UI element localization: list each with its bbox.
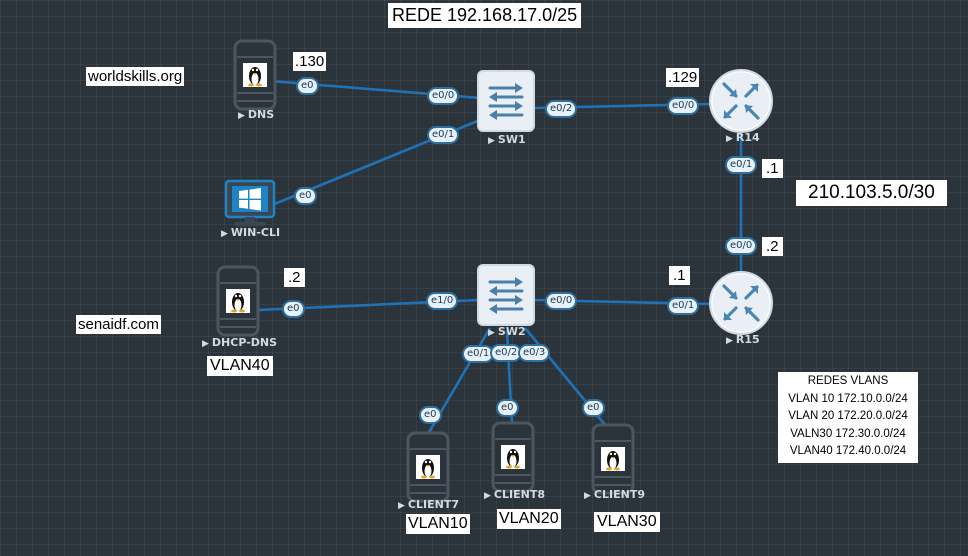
vlan-label-client9: VLAN30: [594, 512, 660, 532]
port-sw1-e00: e0/0: [427, 87, 460, 105]
port-r15-e00: e0/0: [725, 237, 758, 255]
node-label-client7[interactable]: ▶CLIENT7: [398, 498, 459, 511]
node-label-client9[interactable]: ▶CLIENT9: [584, 488, 645, 501]
port-sw2-e03: e0/3: [518, 344, 551, 362]
play-icon: ▶: [488, 136, 495, 146]
node-name-client9: CLIENT9: [593, 488, 645, 501]
play-icon: ▶: [202, 339, 209, 349]
node-name-r14: R14: [735, 131, 760, 144]
ip-label-dhcp: .2: [284, 268, 305, 287]
play-icon: ▶: [484, 491, 491, 501]
domain-label-worldskills: worldskills.org: [86, 67, 185, 86]
ip-label-r15-e01: .1: [669, 266, 690, 285]
legend-title: REDES VLANS: [807, 375, 889, 387]
legend-row: VLAN 10 172.10.0.0/24: [788, 392, 908, 405]
node-name-sw1: SW1: [497, 133, 526, 146]
node-name-dhcp-dns: DHCP-DNS: [211, 336, 278, 349]
windows-monitor-icon[interactable]: [224, 179, 276, 226]
ip-label-r15-e00: .2: [762, 237, 783, 256]
client7-linux-icon[interactable]: [406, 431, 450, 503]
client8-linux-icon[interactable]: [491, 421, 535, 493]
port-sw2-e00: e0/0: [545, 292, 578, 310]
client9-linux-icon[interactable]: [591, 423, 635, 495]
play-icon: ▶: [726, 336, 733, 346]
vlan-label-client8: VLAN20: [497, 509, 561, 529]
dhcp-dns-server-icon[interactable]: [216, 265, 260, 337]
node-label-sw2[interactable]: ▶SW2: [488, 325, 526, 338]
node-label-dhcp-dns[interactable]: ▶DHCP-DNS: [202, 336, 277, 349]
node-name-r15: R15: [735, 333, 760, 346]
r14-router-icon[interactable]: [708, 68, 774, 134]
node-name-sw2: SW2: [497, 325, 526, 338]
node-name-wincli: WIN-CLI: [230, 226, 281, 239]
ip-label-r14-e01: .1: [762, 159, 783, 178]
play-icon: ▶: [238, 111, 245, 121]
play-icon: ▶: [584, 491, 591, 501]
legend-row: VALN30 172.30.0.0/24: [790, 427, 906, 440]
port-r14-e00: e0/0: [667, 97, 700, 115]
domain-label-senaidf: senaidf.com: [76, 315, 161, 334]
node-name-client8: CLIENT8: [493, 488, 545, 501]
port-r15-e01: e0/1: [667, 297, 700, 315]
node-label-dns[interactable]: ▶DNS: [238, 108, 274, 121]
play-icon: ▶: [398, 501, 405, 511]
r15-router-icon[interactable]: [708, 270, 774, 336]
play-icon: ▶: [488, 328, 495, 338]
node-label-r14[interactable]: ▶R14: [726, 131, 760, 144]
wan-network-label: 210.103.5.0/30: [796, 180, 947, 206]
sw1-switch-icon[interactable]: [476, 69, 536, 133]
ip-label-r14-e00: .129: [666, 68, 700, 87]
vlan-legend: REDES VLANS VLAN 10 172.10.0.0/24 VLAN 2…: [778, 372, 918, 463]
port-sw1-e02: e0/2: [545, 100, 578, 118]
node-label-r15[interactable]: ▶R15: [726, 333, 760, 346]
port-sw1-e01: e0/1: [427, 126, 460, 144]
node-name-dns: DNS: [247, 108, 275, 121]
sw2-switch-icon[interactable]: [476, 263, 536, 327]
dns-server-icon[interactable]: [233, 39, 277, 111]
port-sw2-e10: e1/0: [426, 292, 459, 310]
port-client7-e0: e0: [419, 406, 442, 424]
play-icon: ▶: [221, 229, 228, 239]
port-client8-e0: e0: [496, 399, 519, 417]
network-title: REDE 192.168.17.0/25: [388, 3, 582, 28]
port-dns-e0: e0: [296, 77, 319, 95]
node-label-sw1[interactable]: ▶SW1: [488, 133, 526, 146]
port-client9-e0: e0: [582, 399, 605, 417]
node-label-client8[interactable]: ▶CLIENT8: [484, 488, 545, 501]
play-icon: ▶: [726, 134, 733, 144]
node-name-client7: CLIENT7: [407, 498, 459, 511]
node-label-wincli[interactable]: ▶WIN-CLI: [221, 226, 280, 239]
vlan-label-dhcp: VLAN40: [207, 356, 273, 376]
legend-row: VLAN40 172.40.0.0/24: [789, 445, 907, 457]
port-r14-e01: e0/1: [725, 156, 758, 174]
vlan-label-client7: VLAN10: [406, 514, 470, 534]
ip-label-dns: .130: [293, 52, 327, 71]
port-wincli-e0: e0: [294, 187, 317, 205]
legend-row: VLAN 20 172.20.0.0/24: [788, 410, 908, 422]
port-dhcp-e0: e0: [282, 300, 305, 318]
